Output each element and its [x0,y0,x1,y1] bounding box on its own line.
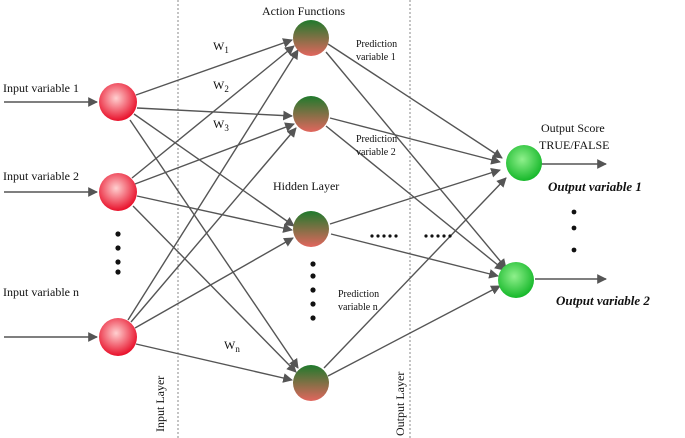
hidden-layer-title: Hidden Layer [273,179,339,193]
input-node-n [99,318,137,356]
weight-label-2: W2 [213,78,229,94]
connections [4,38,607,383]
weight-label-1: W1 [213,39,229,55]
output-variable-1-label: Output variable 1 [548,179,642,194]
output-score-subtitle: TRUE/FALSE [539,138,609,152]
hidden-node-2 [293,96,329,132]
input-label-2: Input variable 2 [3,169,79,183]
output-score-title: Output Score [541,121,605,135]
hidden-node-3 [293,211,329,247]
weight-label-3: W3 [213,117,229,133]
ellipsis-dots [115,209,577,321]
input-layer-label: Input Layer [153,376,167,432]
input-node-2 [99,173,137,211]
input-label-1: Input variable 1 [3,81,79,95]
output-layer-label: Output Layer [393,372,407,436]
hidden-node-1 [293,20,329,56]
input-node-1 [99,83,137,121]
action-functions-title: Action Functions [262,4,345,18]
output-variable-2-label: Output variable 2 [556,293,650,308]
input-label-n: Input variable n [3,285,79,299]
output-node-2 [498,262,534,298]
hidden-node-n [293,365,329,401]
weight-label-n: Wn [224,338,240,354]
output-node-1 [506,145,542,181]
